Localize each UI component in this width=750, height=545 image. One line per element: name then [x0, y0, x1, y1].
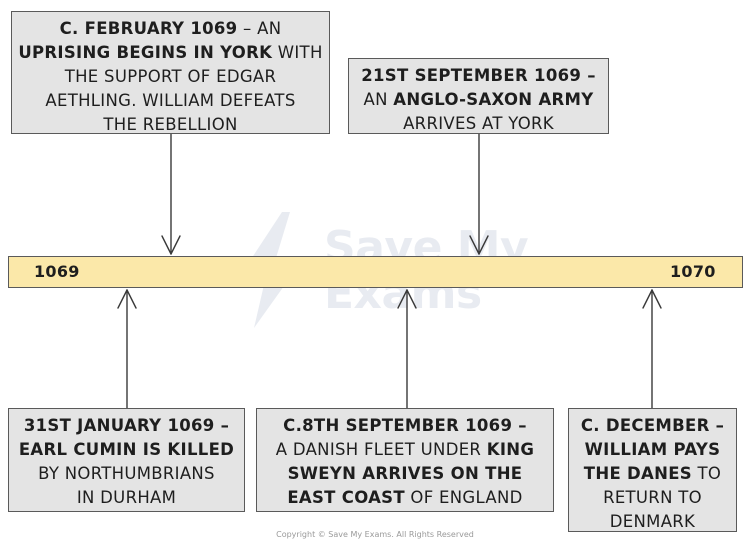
event-highlight: east coast — [287, 488, 405, 507]
event-date: c.8th September 1069 – — [283, 416, 527, 435]
event-date: c. February 1069 — [59, 19, 238, 38]
timeline-start-year: 1069 — [34, 262, 80, 281]
event-box-february-1069: c. February 1069 – an uprising begins in… — [11, 11, 330, 134]
event-text: the rebellion — [103, 115, 238, 134]
copyright-notice: Copyright © Save My Exams. All Rights Re… — [276, 530, 474, 539]
event-highlight: Earl Cumin is killed — [18, 440, 235, 459]
event-text: with — [272, 43, 323, 62]
event-highlight: the Danes — [583, 464, 692, 483]
event-highlight: William pays — [584, 440, 721, 459]
event-text: arrives at York — [403, 114, 554, 133]
event-text: by Northumbrians — [38, 464, 215, 483]
event-highlight: uprising begins in York — [18, 43, 273, 62]
timeline-bar — [8, 256, 743, 288]
event-highlight: Sweyn arrives on the — [287, 464, 523, 483]
event-highlight: King — [486, 440, 535, 459]
event-box-september-8-1069: c.8th September 1069 – A Danish fleet un… — [256, 408, 554, 512]
arrow-bottom-2 — [397, 289, 417, 409]
event-text: to — [692, 464, 722, 483]
event-date: 31st January 1069 – — [23, 416, 230, 435]
event-text: Aethling. William defeats — [45, 91, 296, 110]
event-date: c. December – — [580, 416, 725, 435]
event-box-december: c. December – William pays the Danes to … — [568, 408, 737, 532]
event-highlight: Anglo-Saxon army — [393, 90, 594, 109]
event-text: in Durham — [76, 488, 177, 507]
event-text: an — [363, 90, 394, 109]
event-date: 21st September 1069 – — [361, 66, 596, 85]
event-text: A Danish fleet under — [275, 440, 487, 459]
arrow-top-left — [161, 133, 181, 255]
event-text: of England — [404, 488, 523, 507]
arrow-top-right — [469, 133, 489, 255]
arrow-bottom-1 — [117, 289, 137, 409]
event-text: the support of Edgar — [64, 67, 277, 86]
event-text: return to — [603, 488, 702, 507]
event-box-september-21-1069: 21st September 1069 – an Anglo-Saxon arm… — [348, 58, 609, 134]
event-text: – an — [237, 19, 282, 38]
event-box-january-1069: 31st January 1069 – Earl Cumin is killed… — [8, 408, 245, 512]
arrow-bottom-3 — [642, 289, 662, 409]
event-text: Denmark — [609, 512, 696, 531]
timeline-end-year: 1070 — [670, 262, 716, 281]
